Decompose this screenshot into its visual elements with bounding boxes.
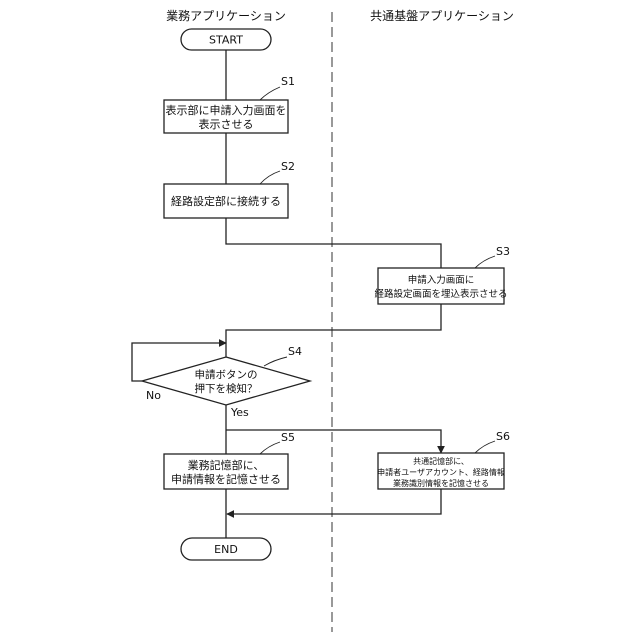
- terminal-start-label: START: [209, 34, 243, 47]
- step-s4-label: S4: [288, 345, 302, 358]
- step-s6-label: S6: [496, 430, 510, 443]
- step-s5-label: S5: [281, 431, 295, 444]
- step-s5-text-line2: 申請情報を記憶させる: [171, 472, 281, 486]
- connector-yes-s6: [226, 430, 441, 453]
- step-s6: 共通記憶部に、 申請者ユーザアカウント、経路情報 業務識別情報を記憶させる S6: [377, 430, 510, 489]
- lane-title-business-app: 業務アプリケーション: [166, 9, 286, 23]
- step-s1-text-line1: 表示部に申請入力画面を: [166, 103, 287, 117]
- step-s5: 業務記憶部に、 申請情報を記憶させる S5: [164, 431, 295, 489]
- step-s1-text-line2: 表示させる: [199, 117, 254, 131]
- step-s4-text-line2: 押下を検知？: [195, 382, 258, 395]
- step-s1: 表示部に申請入力画面を 表示させる S1: [164, 75, 295, 133]
- step-s6-text-line2: 申請者ユーザアカウント、経路情報: [377, 467, 505, 477]
- branch-no-label: No: [146, 389, 161, 402]
- branch-yes-label: Yes: [230, 406, 249, 419]
- step-s5-text-line1: 業務記憶部に、: [188, 458, 265, 472]
- connector-s2-s3: [226, 218, 441, 268]
- terminal-end-label: END: [214, 543, 238, 556]
- step-s3: 申請入力画面に 経路設定画面を埋込表示させる S3: [374, 245, 509, 304]
- step-s3-label: S3: [496, 245, 510, 258]
- step-s2-label: S2: [281, 160, 295, 173]
- step-s3-text-line1: 申請入力画面に: [408, 274, 475, 286]
- lane-title-common-platform-app: 共通基盤アプリケーション: [370, 9, 514, 23]
- step-s2-text-line1: 経路設定部に接続する: [171, 194, 281, 208]
- step-s4-text-line1: 申請ボタンの: [195, 368, 258, 381]
- step-s1-label: S1: [281, 75, 295, 88]
- connector-s6-merge: [227, 489, 441, 514]
- step-s6-text-line1: 共通記憶部に、: [413, 456, 469, 466]
- step-s2: 経路設定部に接続する S2: [164, 160, 295, 218]
- connector-s3-s4: [226, 304, 441, 357]
- terminal-end: END: [181, 538, 271, 560]
- terminal-start: START: [181, 29, 271, 50]
- step-s6-text-line3: 業務識別情報を記憶させる: [393, 478, 489, 488]
- step-s3-text-line2: 経路設定画面を埋込表示させる: [374, 288, 507, 300]
